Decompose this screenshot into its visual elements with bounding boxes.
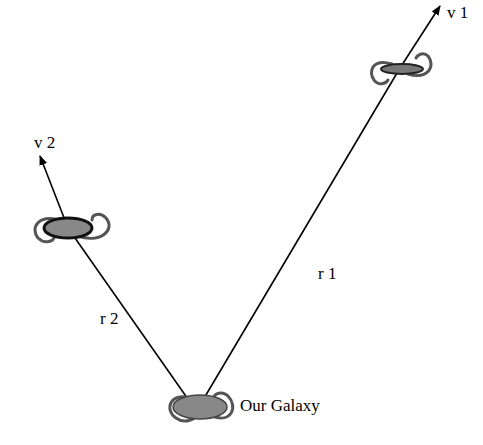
velocity-label: v 1 [447,4,468,23]
distance-label: r 2 [100,310,118,329]
velocity-arrow [400,6,440,68]
galaxy [35,214,109,241]
galaxy-name: Our Galaxy [240,397,320,416]
velocity-label: v 2 [34,134,55,153]
distance-line [200,68,400,405]
distance-line [68,228,190,402]
galaxy [170,393,233,421]
galaxy [371,54,431,84]
distance-label: r 1 [318,265,336,284]
